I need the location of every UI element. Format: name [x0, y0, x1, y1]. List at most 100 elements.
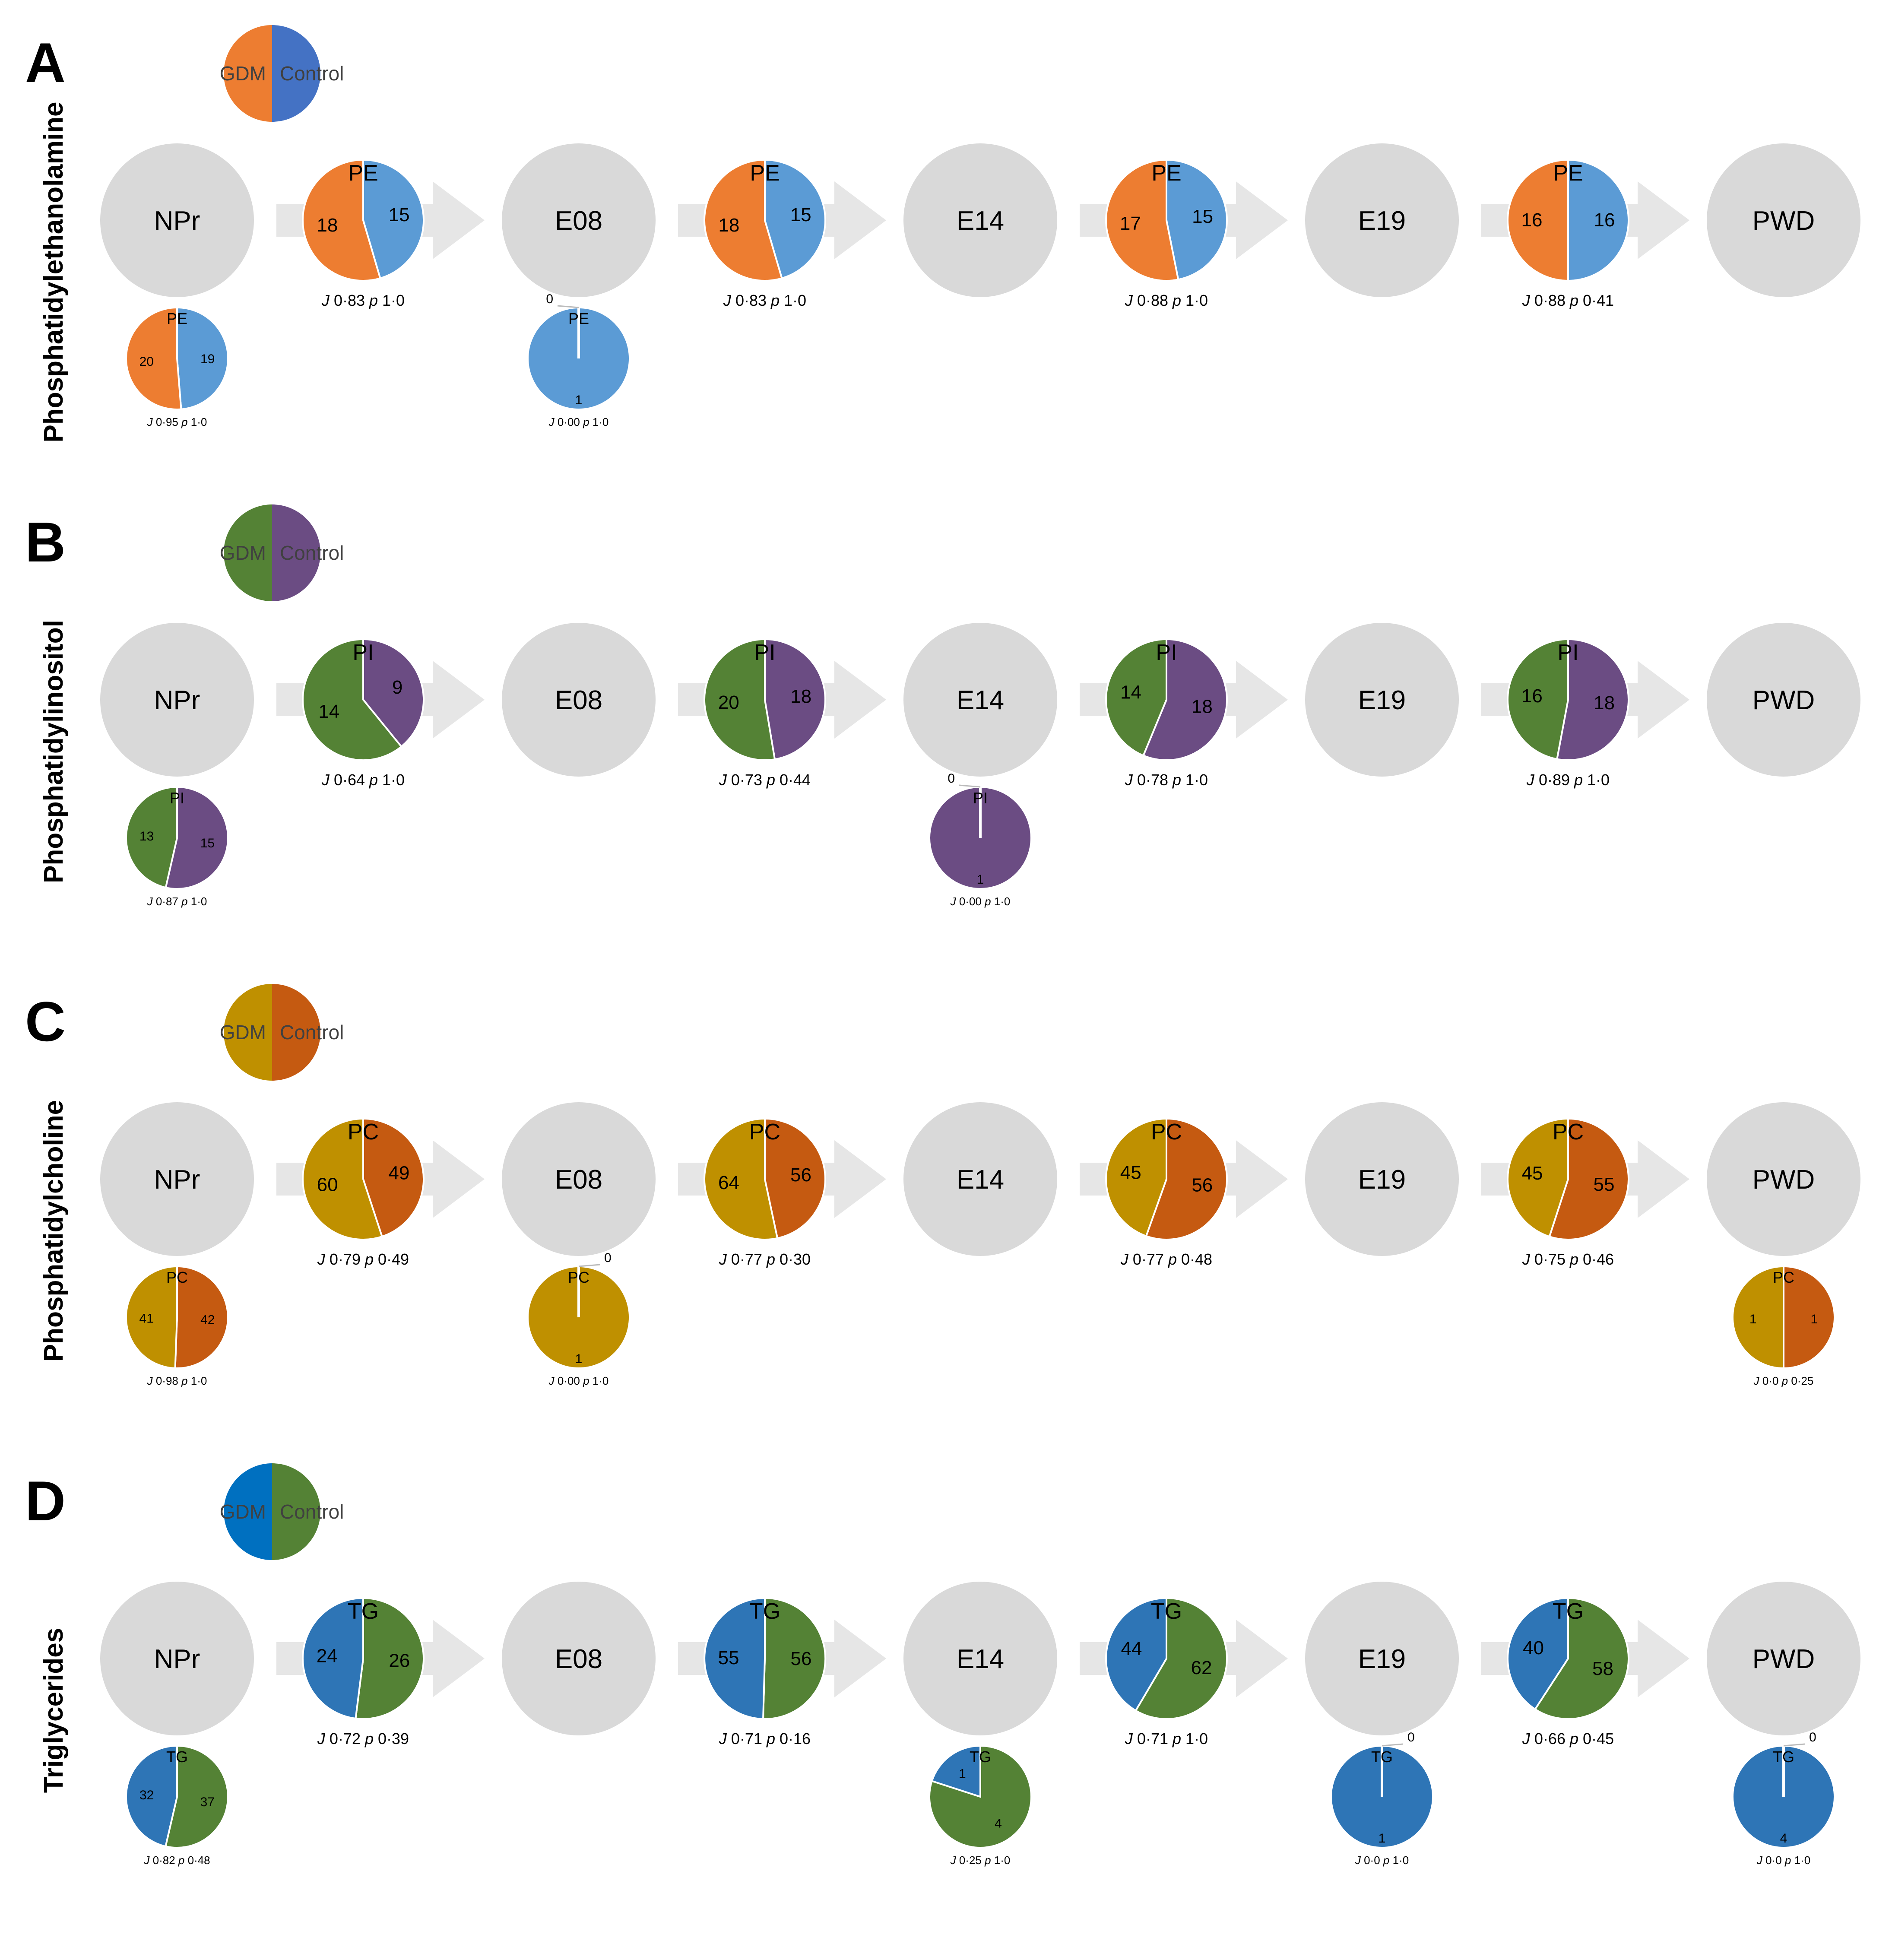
transition-pie-stats: J 0·89 p 1·0: [1526, 771, 1610, 789]
stage-label-npr: NPr: [154, 1165, 200, 1195]
transition-pie-gdm-count: 45: [1120, 1162, 1141, 1183]
legend-control-half: [272, 1463, 320, 1560]
transition-pie-control-count: 55: [1594, 1174, 1615, 1195]
stage-pie-abbr: PI: [170, 789, 184, 807]
transition-pie-gdm-count: 44: [1121, 1638, 1142, 1659]
transition-pie-abbr: PI: [1156, 640, 1177, 665]
stage-pie-control-count: 0: [1809, 1730, 1816, 1744]
stage-pie-stats: J 0·0 p 0·25: [1753, 1374, 1814, 1387]
stage-pie-stats: J 0·95 p 1·0: [147, 415, 207, 428]
transition-pie-gdm-count: 24: [317, 1646, 338, 1667]
legend-control-label: Control: [280, 1021, 344, 1043]
transition-pie-control-count: 16: [1594, 209, 1615, 231]
panel-title: Phosphatidylethanolamine: [39, 102, 69, 443]
transition-pie-abbr: PC: [1151, 1120, 1182, 1145]
transition-pie-gdm-count: 20: [718, 692, 739, 713]
transition-pie-control-slice: [1534, 1597, 1629, 1720]
stage-label-e19: E19: [1358, 206, 1406, 236]
stage-pie-gdm-slice: [125, 1744, 178, 1848]
stage-pie-stats: J 0·00 p 1·0: [548, 1374, 609, 1387]
stage-circle-e14: [903, 1102, 1057, 1256]
transition-pie-gdm-count: 16: [1521, 685, 1543, 707]
transition-pie-abbr: PI: [1557, 640, 1578, 665]
stage-pie-gdm-count: 20: [139, 355, 154, 369]
stage-pie-zero-leader: [578, 1264, 600, 1267]
legend-gdm-label: GDM: [220, 1021, 266, 1043]
transition-pie-gdm-slice: [302, 1597, 364, 1720]
stage-circle-e14: [903, 143, 1057, 297]
transition-pie-control-slice: [362, 159, 425, 279]
transition-pie-gdm-count: 16: [1521, 209, 1543, 231]
legend-gdm-half: [224, 1463, 272, 1560]
stage-pie-gdm-slice: [125, 306, 182, 410]
stage-label-e14: E14: [957, 1644, 1004, 1674]
transition-pie-control-count: 56: [790, 1164, 811, 1186]
stage-pie-abbr: TG: [970, 1748, 991, 1766]
legend-gdm-label: GDM: [220, 62, 266, 85]
stage-pie-control-count: 42: [200, 1313, 215, 1327]
transition-pie-gdm-slice: [302, 159, 381, 282]
stage-circle-npr: [100, 1102, 254, 1256]
transition-pie-stats: J 0·72 p 0·39: [317, 1730, 409, 1748]
transition-pie-abbr: PI: [754, 640, 775, 665]
stage-circle-e08: [502, 143, 656, 297]
stage-pie-gdm-count: 32: [139, 1788, 154, 1802]
transition-pie-abbr: PI: [352, 640, 374, 665]
transition-pie-gdm-slice: [302, 1117, 383, 1240]
transition-pie-gdm-slice: [1105, 1117, 1167, 1237]
transition-pie-abbr: PE: [1151, 161, 1181, 186]
transition-pie-control-count: 15: [790, 204, 811, 225]
stage-pie-control-slice: [174, 1265, 229, 1369]
stage-pie-abbr: PC: [1773, 1269, 1794, 1286]
stage-pie-control-count: 4: [995, 1816, 1002, 1830]
transition-pie-control-slice: [355, 1597, 425, 1720]
transition-pie-control-count: 62: [1191, 1657, 1212, 1678]
stage-label-e08: E08: [555, 685, 602, 715]
stage-pie-gdm-slice: [1732, 1265, 1784, 1370]
stage-pie-zero-leader: [1783, 1743, 1805, 1747]
stage-circle-e19: [1305, 1582, 1459, 1735]
transition-pie-abbr: PC: [749, 1120, 780, 1145]
legend-gdm-half: [224, 984, 272, 1081]
transition-pie-gdm-slice: [1507, 1597, 1569, 1711]
transition-pie-stats: J 0·71 p 1·0: [1125, 1730, 1208, 1748]
transition-pie-gdm-slice: [1507, 159, 1569, 282]
transition-pie-control-slice: [764, 638, 826, 761]
legend-control-label: Control: [280, 542, 344, 564]
transition-pie-stats: J 0·71 p 0·16: [719, 1730, 811, 1748]
stage-label-e19: E19: [1358, 685, 1406, 715]
transition-pie-control-count: 9: [392, 677, 402, 698]
stage-pie-gdm-slice: [931, 1744, 981, 1798]
transition-pie-control-count: 26: [389, 1650, 410, 1671]
transition-pie-gdm-count: 60: [317, 1174, 338, 1195]
transition-pie-control-slice: [362, 1117, 425, 1238]
stage-label-pwd: PWD: [1753, 685, 1815, 715]
transition-pie-control-slice: [762, 1597, 827, 1720]
stage-pie-control-count: 15: [200, 836, 215, 850]
transition-pie-stats: J 0·78 p 1·0: [1125, 771, 1208, 789]
transition-pie-stats: J 0·66 p 0·45: [1522, 1730, 1614, 1748]
stage-label-pwd: PWD: [1753, 206, 1815, 236]
stage-pie-stats: J 0·0 p 1·0: [1355, 1854, 1409, 1867]
transition-pie-abbr: TG: [1151, 1599, 1182, 1624]
stage-circle-e19: [1305, 1102, 1459, 1256]
stage-circle-pwd: [1707, 1102, 1860, 1256]
transition-pie-stats: J 0·75 p 0·46: [1522, 1250, 1614, 1268]
transition-pie-stats: J 0·77 p 0·30: [719, 1250, 811, 1268]
stage-pie-control-slice: [164, 1744, 229, 1849]
